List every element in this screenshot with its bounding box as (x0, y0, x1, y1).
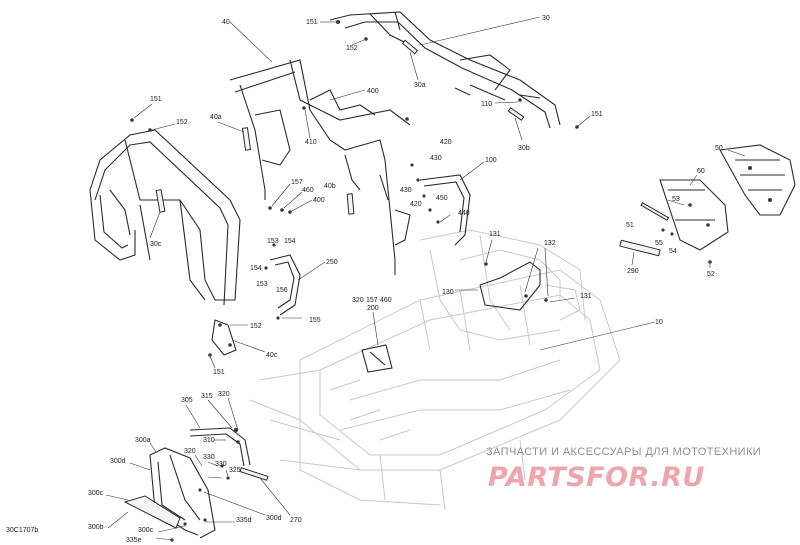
callout-55: 55 (655, 240, 663, 247)
callout-156: 156 (276, 287, 288, 294)
callout-310: 310 (203, 437, 215, 444)
seat-bar-130 (479, 261, 548, 311)
callout-430: 430 (430, 155, 442, 162)
callout-152: 152 (176, 119, 188, 126)
part-51 (640, 201, 670, 221)
callout-300a: 300a (135, 437, 151, 444)
callout-400: 400 (313, 197, 325, 204)
callout-151: 151 (591, 111, 603, 118)
partsfor-watermark: ЗАПЧАСТИ И АКСЕССУАРЫ ДЛЯ МОТОТЕХНИКИ PA… (486, 446, 786, 506)
callout-410: 410 (305, 139, 317, 146)
bracket-200 (361, 344, 393, 373)
callout-400: 400 (367, 88, 379, 95)
callout-320: 320 (184, 448, 196, 455)
callout-200: 200 (367, 305, 379, 312)
callout-60: 60 (697, 168, 705, 175)
callout-330: 330 (203, 454, 215, 461)
callout-50: 50 (715, 145, 723, 152)
callout-52: 52 (707, 271, 715, 278)
callout-110: 110 (481, 101, 492, 108)
callout-40a: 40a (210, 114, 222, 121)
leader-10 (539, 321, 656, 351)
bracket-60 (659, 179, 729, 251)
callout-130: 130 (442, 289, 454, 296)
part-270 (239, 467, 269, 481)
callout-335e: 335e (126, 537, 142, 544)
callout-300c: 300c (88, 490, 104, 497)
front-bumper-300 (123, 447, 216, 542)
callout-131: 131 (580, 293, 592, 300)
front-cage-30c (89, 118, 241, 306)
callout-54: 54 (669, 248, 677, 255)
callout-51: 51 (626, 222, 634, 229)
callout-10: 10 (655, 319, 663, 326)
callout-154: 154 (284, 238, 296, 245)
callout-250: 250 (326, 259, 338, 266)
callout-labels: 30 151 152 40 30a 400 110 151 151 152 40… (88, 15, 723, 544)
callout-290: 290 (627, 268, 639, 275)
callout-53: 53 (672, 196, 680, 203)
callout-152: 152 (250, 323, 262, 330)
callout-132: 132 (544, 240, 556, 247)
callout-300d: 300d (266, 515, 282, 522)
callout-30c: 30c (150, 241, 162, 248)
callout-420: 420 (410, 201, 422, 208)
rear-bumper-50 (719, 144, 796, 216)
leader-40 (229, 21, 273, 63)
part-290 (619, 239, 661, 257)
callout-40: 40 (222, 19, 230, 26)
callout-300b: 300b (88, 524, 104, 531)
callout-30a: 30a (414, 82, 426, 89)
callout-30b: 30b (518, 145, 530, 152)
callout-330: 330 (215, 461, 227, 468)
roof-bar-30 (329, 11, 579, 129)
watermark-tagline: ЗАПЧАСТИ И АКСЕССУАРЫ ДЛЯ МОТОТЕХНИКИ (486, 446, 762, 458)
callout-335d: 335d (236, 517, 252, 524)
callout-450: 450 (436, 195, 448, 202)
lower-bracket-40c (208, 319, 237, 357)
callout-270: 270 (290, 517, 302, 524)
callout-305: 305 (181, 397, 193, 404)
callout-320: 320 (352, 297, 364, 304)
callout-420: 420 (440, 139, 452, 146)
part-40b (346, 193, 355, 215)
callout-315: 315 (201, 393, 213, 400)
callout-40c: 40c (266, 352, 278, 359)
leader-30 (419, 16, 541, 46)
drawing-code: 30C1707b (6, 527, 39, 534)
callout-300c: 300c (138, 527, 154, 534)
callout-153: 153 (267, 238, 279, 245)
callout-440: 440 (458, 210, 470, 217)
callout-157: 157 (291, 179, 303, 186)
rear-cage-40 (229, 59, 411, 275)
main-frame-ghost (249, 229, 621, 511)
callout-151: 151 (306, 19, 318, 26)
callout-320: 320 (218, 391, 230, 398)
bolt-cluster-157-460-400 (268, 206, 292, 214)
grab-bar-250 (264, 243, 301, 320)
callout-325: 325 (229, 467, 241, 474)
callout-153: 153 (256, 281, 268, 288)
callout-131: 131 (489, 231, 501, 238)
callout-152: 152 (346, 45, 358, 52)
callout-430: 430 (400, 187, 412, 194)
callout-157: 157 (366, 297, 378, 304)
bumper-tube-310 (189, 427, 251, 480)
callout-460: 460 (380, 297, 392, 304)
partsfor-logo: PARTSFOR.RU (488, 462, 705, 493)
callout-40b: 40b (324, 183, 336, 190)
callout-154: 154 (250, 265, 262, 272)
callout-100: 100 (485, 157, 497, 164)
grab-bar-100 (410, 163, 471, 246)
callout-155: 155 (309, 317, 321, 324)
callout-460: 460 (302, 187, 314, 194)
callout-151: 151 (150, 96, 162, 103)
callout-30: 30 (542, 15, 550, 22)
callout-151: 151 (213, 369, 225, 376)
callout-300d: 300d (110, 458, 126, 465)
